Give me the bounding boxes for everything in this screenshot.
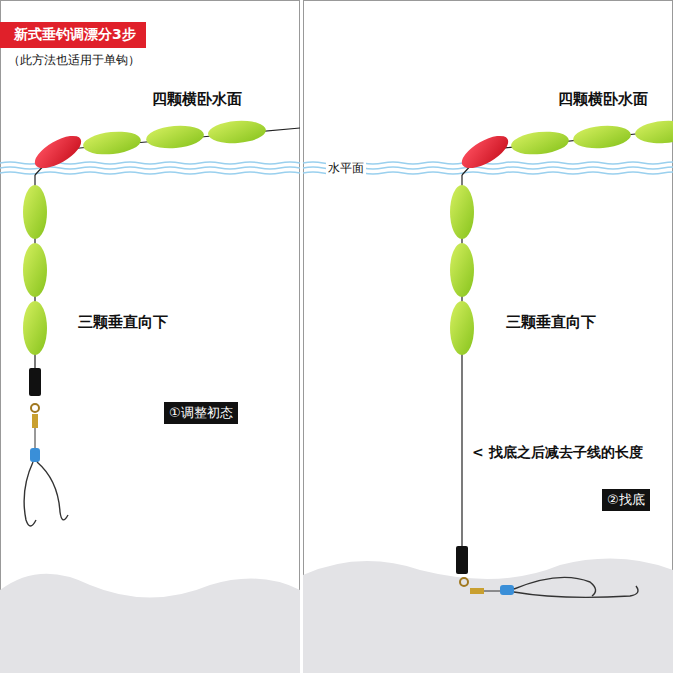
text-label: < 找底之后减去子线的长度 xyxy=(472,444,643,462)
text-label: 四颗横卧水面 xyxy=(152,90,242,109)
text-label: 四颗横卧水面 xyxy=(558,90,648,109)
step-label: ②找底 xyxy=(607,492,645,507)
step-box: ①调整初态 xyxy=(164,402,238,424)
title-banner: 新式垂钓调漂分3步 xyxy=(0,22,146,48)
text-label: 三颗垂直向下 xyxy=(506,313,596,332)
text-label: 水平面 xyxy=(326,160,366,177)
step-label: ①调整初态 xyxy=(169,405,233,420)
step-box: ②找底 xyxy=(602,489,650,511)
text-label: （此方法也适用于单钩） xyxy=(8,52,140,69)
text-label: 三颗垂直向下 xyxy=(78,313,168,332)
